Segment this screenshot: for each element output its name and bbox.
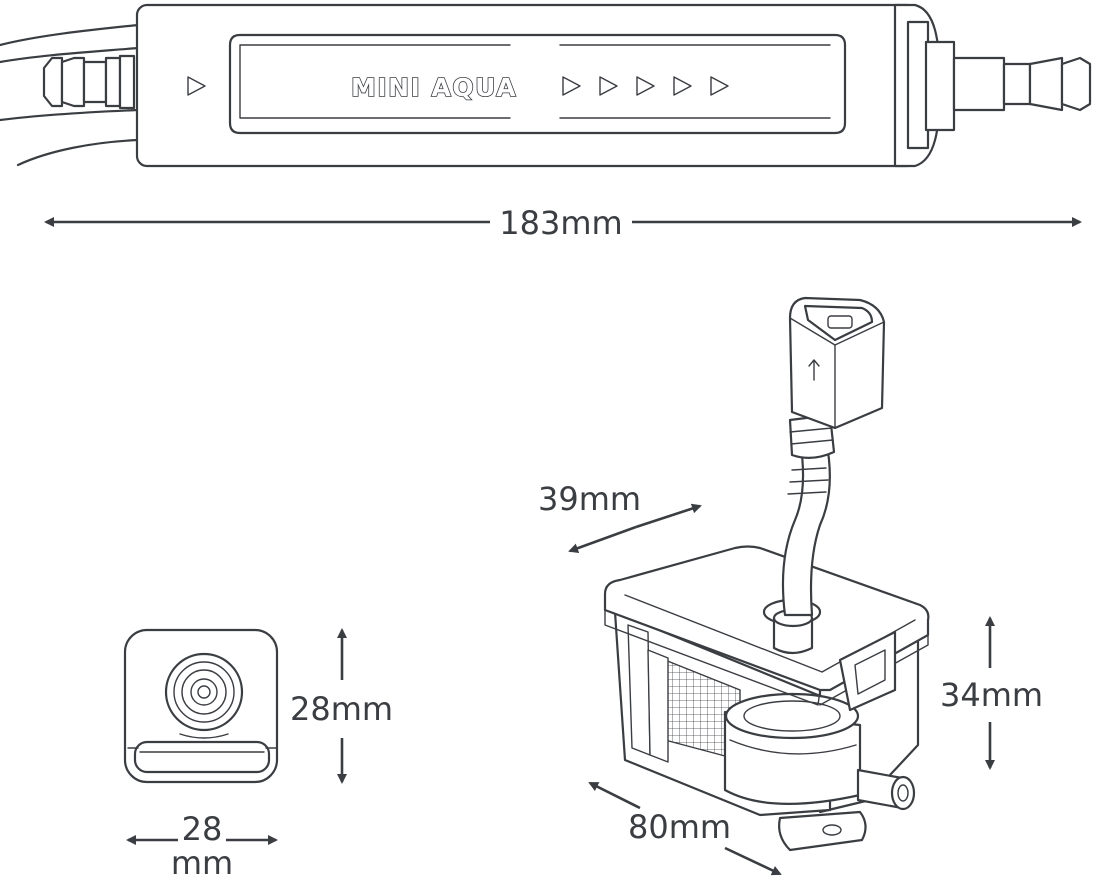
cable-bottom-edge: [16, 138, 140, 167]
dimension-arrow-left: [588, 781, 641, 810]
length-label: 183mm: [499, 204, 622, 242]
right-barbed-connector: [952, 56, 1092, 112]
dimension-depth: 39mm: [538, 480, 702, 553]
dimension-length: 183mm: [44, 204, 1082, 242]
cable-top-edge: [0, 23, 140, 47]
pump-motor: [723, 692, 862, 805]
pump-power-connector: [788, 296, 886, 430]
pump-mounting-tab: [778, 810, 867, 852]
outlet-hole: [197, 685, 211, 699]
cable-bottom-inner: [0, 108, 140, 122]
connector-arrow-icon: [808, 359, 820, 381]
flow-arrow-icon: [673, 76, 692, 96]
width-unit: mm: [171, 844, 233, 882]
inlet-tube-stub: [772, 616, 814, 655]
dimension-width: 28 mm: [126, 810, 278, 882]
flow-arrow-icon: [599, 76, 618, 96]
dimension-arrow-right: [724, 846, 782, 876]
label-panel-inset: [239, 44, 831, 119]
left-barbed-connector: [42, 54, 136, 110]
depth-label: 39mm: [538, 480, 641, 518]
label-panel: [228, 33, 847, 135]
dimension-height-pump: 34mm: [940, 616, 1043, 770]
front-view-base: [133, 740, 271, 774]
cable-top-inner: [0, 46, 140, 64]
length-pump-label: 80mm: [628, 808, 731, 846]
flow-arrows: [187, 76, 729, 96]
sensor-unit-drawing: MINI AQUA: [0, 3, 1092, 168]
pump-drawing: [603, 296, 930, 852]
hose-collar: [788, 413, 836, 459]
dimension-arrow-left: [568, 525, 637, 553]
dimension-height-small: 28mm: [290, 628, 393, 784]
end-cap-flange: [924, 40, 956, 132]
dimension-arrow-right: [635, 503, 702, 529]
sensor-front-view: [123, 628, 279, 784]
height-small-label: 28mm: [290, 690, 393, 728]
flow-arrow-icon: [562, 76, 581, 96]
height-pump-label: 34mm: [940, 676, 1043, 714]
outlet-ring-outer: [164, 652, 244, 732]
flow-arrow-icon: [710, 76, 729, 96]
flow-arrow-icon: [636, 76, 655, 96]
flow-arrow-icon: [187, 76, 206, 96]
width-value: 28: [182, 810, 223, 848]
brand-label: MINI AQUA: [351, 73, 517, 102]
dimension-length-pump: 80mm: [588, 781, 782, 876]
pump-outlet: [856, 768, 916, 811]
